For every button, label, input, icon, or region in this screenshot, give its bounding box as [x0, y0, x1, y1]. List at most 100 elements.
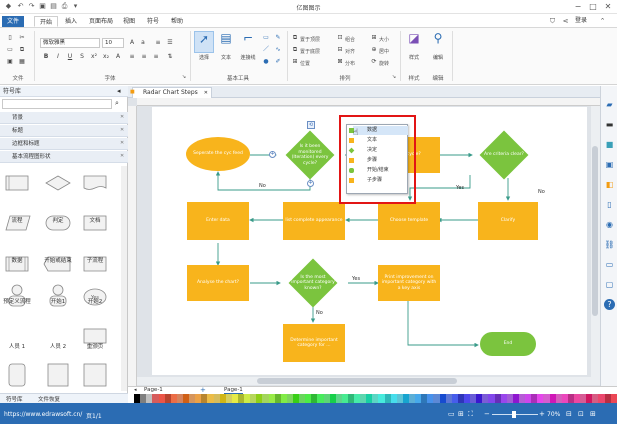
color-swatch[interactable] [244, 394, 251, 403]
flow-step-enter-data[interactable]: Enter data [187, 202, 249, 240]
color-swatch[interactable] [347, 394, 355, 403]
flow-end-oval[interactable]: End [480, 332, 536, 356]
search-icon[interactable]: ⌕ [115, 99, 119, 107]
color-swatch[interactable] [164, 394, 171, 403]
color-swatch[interactable] [323, 394, 330, 403]
color-swatch[interactable] [439, 394, 446, 403]
library-section-background[interactable]: 背景 [0, 112, 128, 124]
color-swatch[interactable] [512, 394, 519, 403]
color-swatch[interactable] [586, 394, 593, 403]
quick-access-dropdown-icon[interactable]: ▾ [73, 2, 78, 10]
flow-step-print[interactable]: Print improvement on important category … [378, 265, 440, 301]
color-swatch[interactable] [152, 394, 159, 403]
color-swatch[interactable] [360, 394, 367, 403]
color-swatch[interactable] [146, 394, 153, 403]
italic-icon[interactable]: I [57, 53, 59, 60]
color-swatch[interactable] [415, 394, 422, 403]
copy-icon[interactable]: ⧉ [19, 46, 25, 53]
color-swatch[interactable] [341, 394, 348, 403]
color-swatch[interactable] [390, 394, 397, 403]
fit-page-icon[interactable]: ⊞ [458, 410, 464, 418]
color-swatch[interactable] [225, 394, 232, 403]
color-swatch[interactable] [555, 394, 562, 403]
ellipse-tool-icon[interactable]: ● [263, 58, 269, 65]
color-swatch[interactable] [182, 394, 190, 403]
tab-help[interactable]: 帮助 [171, 18, 184, 25]
bring-front-button[interactable]: 置于顶层 [300, 37, 321, 43]
zoom-slider-thumb[interactable] [512, 411, 516, 418]
comment-icon[interactable]: ▭ [605, 260, 614, 269]
color-swatch[interactable] [384, 394, 391, 403]
help-icon[interactable]: ? [604, 299, 615, 310]
font-dialog-launcher-icon[interactable]: ↘ [181, 74, 187, 80]
close-section-icon[interactable]: ✕ [120, 153, 125, 159]
color-swatch[interactable] [140, 394, 147, 403]
align-center-icon[interactable]: ≡ [141, 53, 147, 60]
color-swatch[interactable] [262, 394, 269, 403]
color-swatch[interactable] [610, 394, 617, 403]
color-swatch[interactable] [292, 394, 300, 403]
superscript-icon[interactable]: x² [91, 53, 97, 60]
color-swatch[interactable] [317, 394, 324, 403]
zoom-out-icon[interactable]: − [484, 410, 490, 418]
library-section-flowchart[interactable]: 基本流程图形状 [0, 151, 128, 163]
hyperlink-icon[interactable]: ⛓ [604, 240, 615, 249]
color-swatch[interactable] [488, 394, 495, 403]
cut-icon[interactable]: ✂ [19, 34, 25, 41]
bring-front-icon[interactable]: ⧉ [292, 34, 298, 41]
fit-width-icon[interactable]: ⊟ [566, 410, 572, 418]
connector-tool-button[interactable]: ⌐ [238, 31, 258, 53]
add-connector-left-icon[interactable]: + [269, 151, 276, 158]
color-swatch[interactable] [286, 394, 293, 403]
color-swatch[interactable] [451, 394, 458, 403]
color-swatch[interactable] [525, 394, 532, 403]
flow-step-analyse[interactable]: Analyse the chart? [187, 265, 249, 301]
color-swatch[interactable] [274, 394, 281, 403]
flow-start-oval[interactable]: Seperate the cyc feed [186, 137, 250, 171]
color-swatch[interactable] [237, 394, 245, 403]
color-swatch[interactable] [396, 394, 403, 403]
color-swatch[interactable] [445, 394, 452, 403]
paste-icon[interactable]: ▦ [19, 58, 25, 65]
rotate-icon[interactable]: ⟳ [371, 58, 377, 65]
color-swatch[interactable] [457, 394, 465, 403]
zoom-in-icon[interactable]: + [539, 410, 545, 418]
save-file-icon[interactable]: ▣ [7, 58, 13, 65]
color-swatch[interactable] [519, 394, 526, 403]
color-swatch[interactable] [280, 394, 287, 403]
context-item-text[interactable]: 文本 [367, 137, 378, 143]
page-nav-left-icon[interactable]: ◂ [134, 387, 137, 393]
color-swatch[interactable] [378, 394, 385, 403]
text-direction-icon[interactable]: ⇅ [167, 53, 173, 60]
document-tab[interactable]: Radar Chart Steps ✕ [132, 87, 212, 98]
color-swatch[interactable] [335, 394, 342, 403]
color-swatch[interactable] [598, 394, 605, 403]
library-section-title[interactable]: 标题 [0, 125, 128, 137]
font-color-icon[interactable]: A [115, 53, 121, 60]
color-swatch[interactable] [470, 394, 477, 403]
tab-file[interactable]: 文件 [2, 16, 25, 27]
style-button[interactable]: ◪ [404, 31, 424, 53]
color-swatch[interactable] [207, 394, 214, 403]
color-swatch[interactable] [494, 394, 501, 403]
open-icon[interactable]: ▤ [50, 2, 57, 10]
undo-icon[interactable]: ↶ [17, 2, 24, 10]
color-swatch[interactable] [500, 394, 507, 403]
color-swatch[interactable] [372, 394, 379, 403]
color-swatch[interactable] [427, 394, 434, 403]
context-item-substep[interactable]: 子步骤 [367, 177, 383, 183]
rotate-button[interactable]: 旋转 [379, 61, 390, 67]
color-swatch[interactable] [213, 394, 220, 403]
tab-symbol-library[interactable]: 符号库 [6, 397, 23, 403]
close-section-icon[interactable]: ✕ [120, 127, 125, 133]
color-swatch[interactable] [506, 394, 513, 403]
color-swatch[interactable] [176, 394, 183, 403]
select-tool-button[interactable]: ➚ [194, 31, 214, 53]
color-swatch[interactable] [573, 394, 581, 403]
fill-icon[interactable]: ▰ [606, 100, 613, 109]
fullscreen-icon[interactable]: ⛶ [468, 410, 473, 418]
color-swatch[interactable] [268, 394, 275, 403]
open-file-icon[interactable]: ▭ [7, 46, 13, 53]
close-section-icon[interactable]: ✕ [120, 114, 125, 120]
color-swatch[interactable] [409, 394, 416, 403]
